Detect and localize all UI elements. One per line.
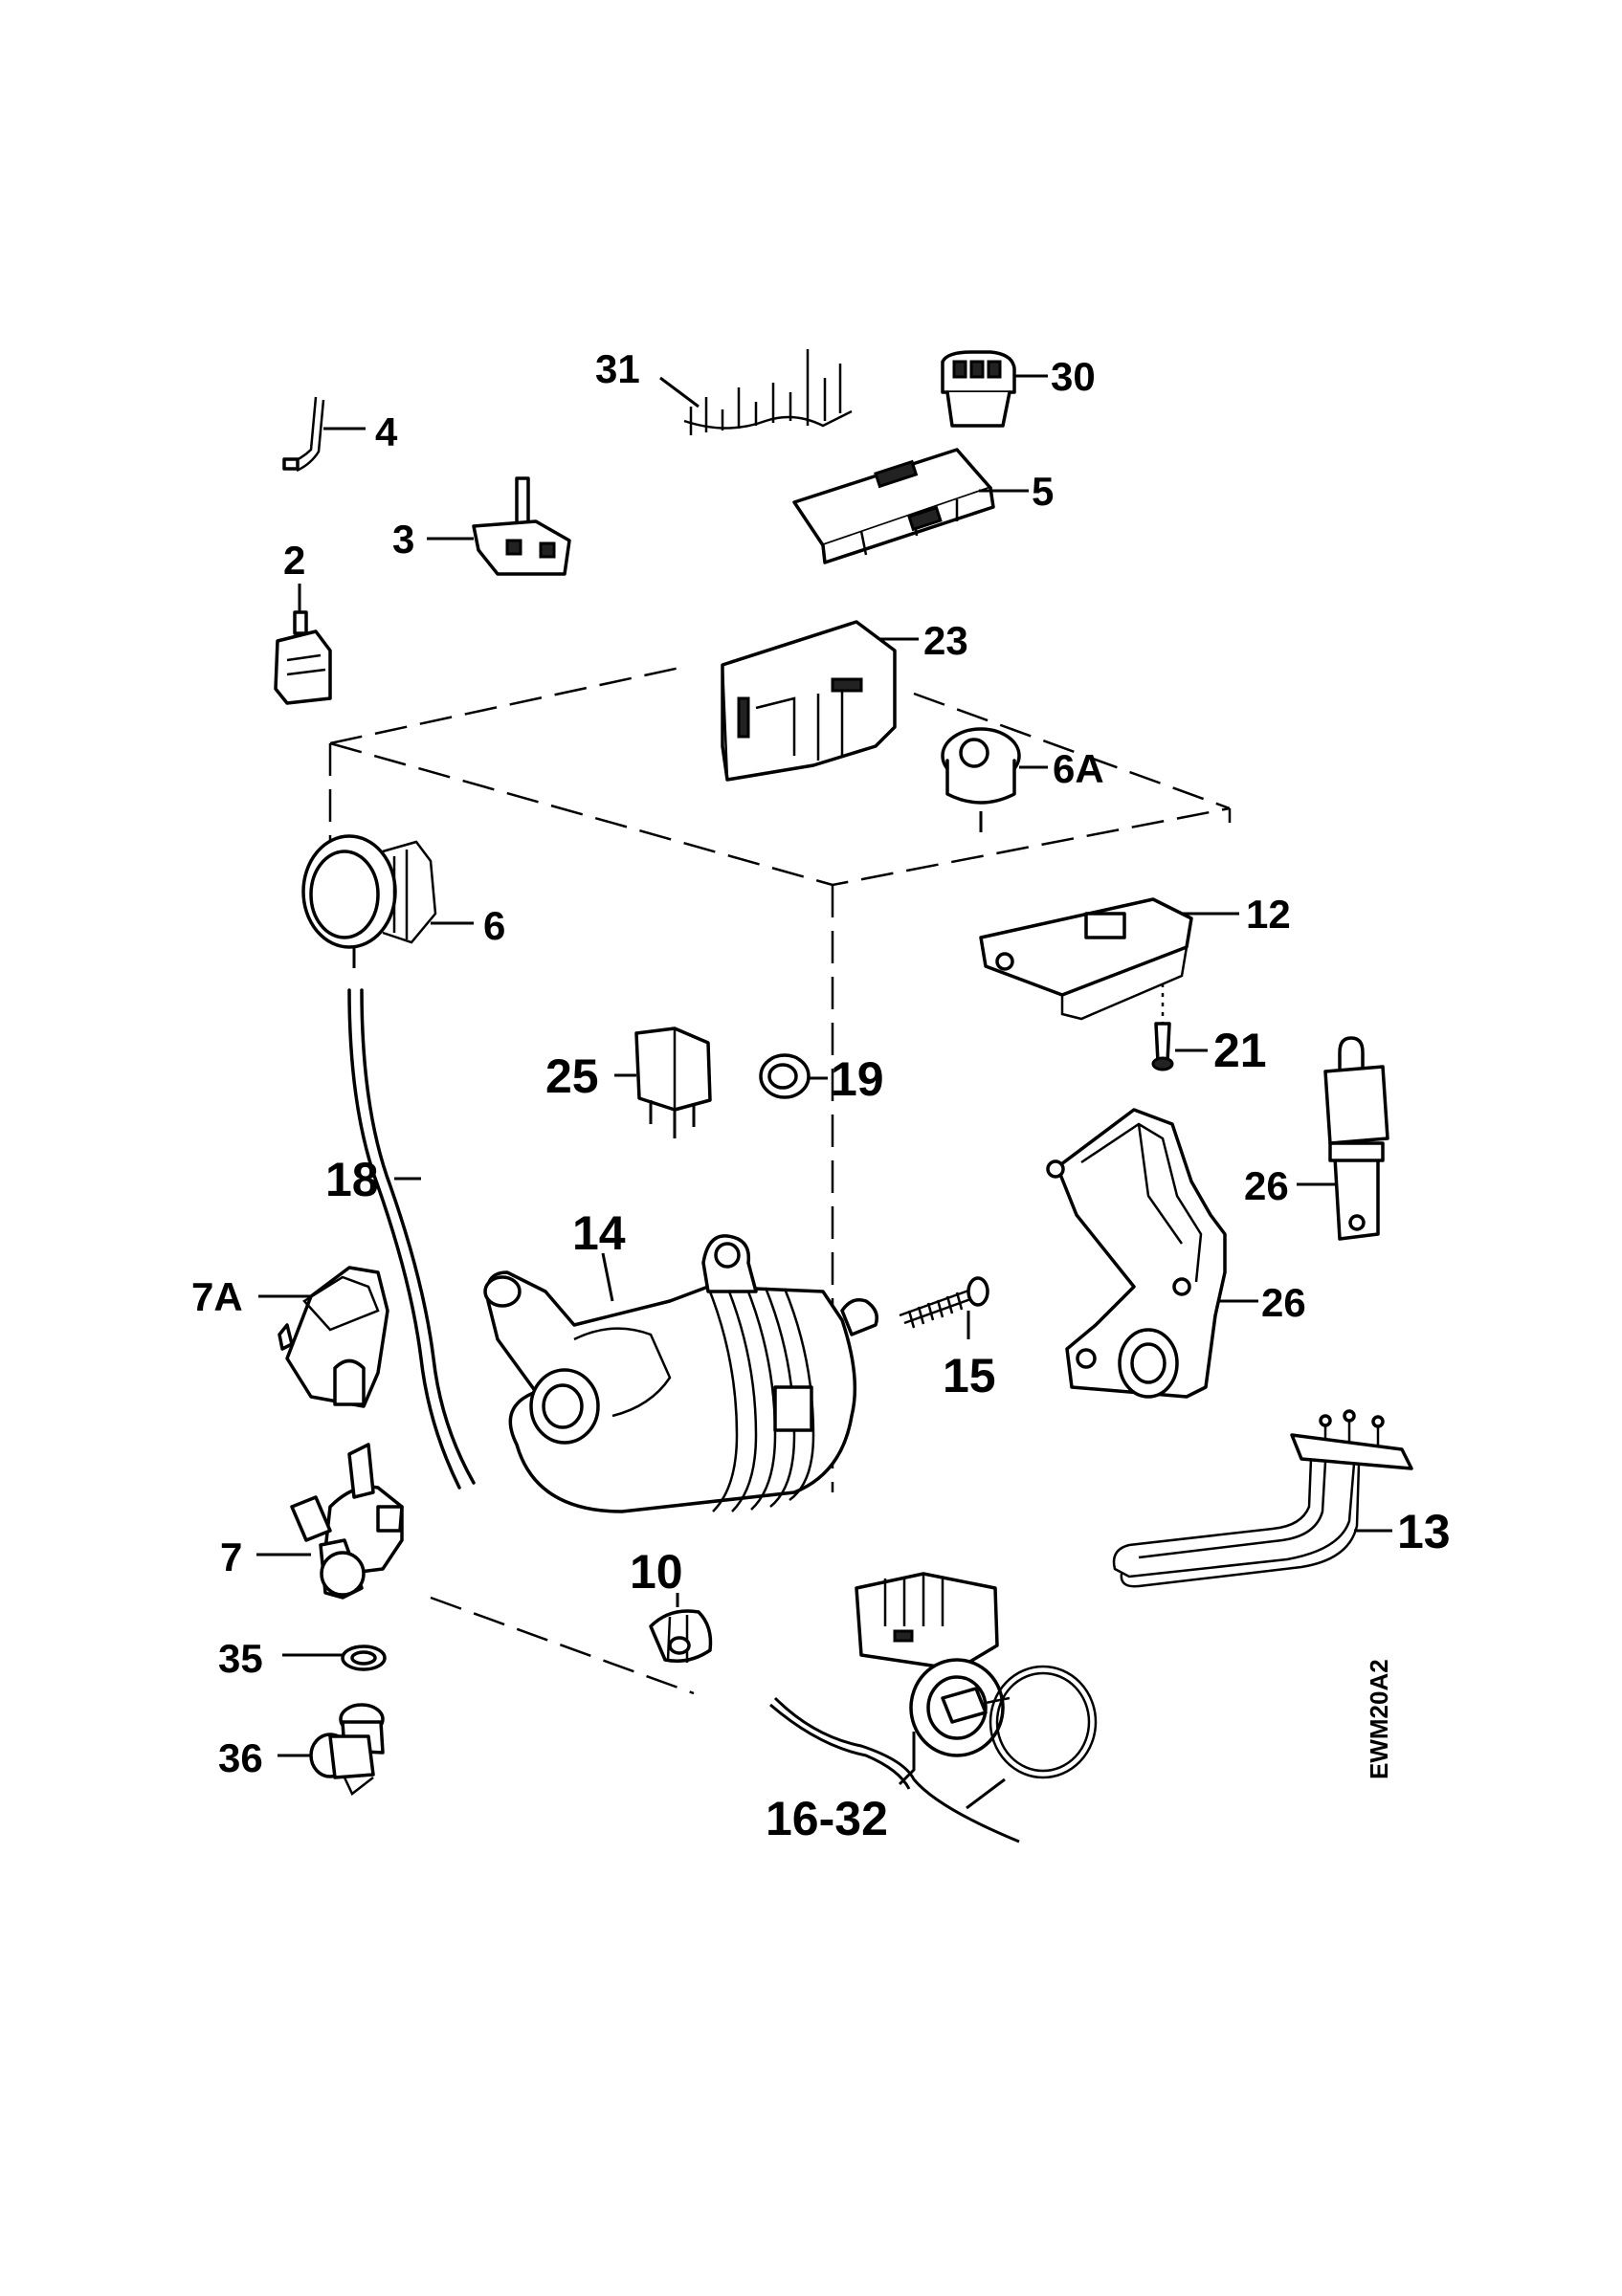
part-30-connector: 30 <box>941 350 1096 428</box>
label-16-32: 16-32 <box>766 1792 888 1845</box>
part-14-motor: 14 <box>483 1206 878 1513</box>
part-3-switch: 3 <box>392 476 571 576</box>
label-6A: 6A <box>1053 746 1104 791</box>
label-14: 14 <box>572 1206 626 1260</box>
label-35: 35 <box>218 1636 263 1681</box>
label-4: 4 <box>375 409 398 454</box>
label-13: 13 <box>1397 1505 1451 1558</box>
label-25: 25 <box>545 1049 599 1103</box>
label-31: 31 <box>595 346 640 391</box>
label-26-lower: 26 <box>1261 1280 1306 1325</box>
part-31-wire-harness: 31 <box>595 346 853 435</box>
part-35-washer: 35 <box>218 1636 387 1681</box>
part-21-screw: 21 <box>1151 983 1267 1077</box>
label-6: 6 <box>483 903 505 948</box>
part-23-electronic-module: 23 <box>721 618 968 782</box>
part-15-spring-screw: 15 <box>899 1276 996 1402</box>
part-10-fitting: 10 <box>630 1545 713 1663</box>
part-6-pressure-switch: 6 <box>301 834 505 968</box>
part-13-heating-element: 13 <box>1112 1409 1451 1588</box>
drawing-code: EWM20A2 <box>1365 1659 1393 1779</box>
label-18: 18 <box>325 1153 379 1206</box>
label-23: 23 <box>923 618 968 663</box>
part-26-bracket-lower: 26 <box>1046 1108 1306 1399</box>
part-19-grommet: 19 <box>759 1052 884 1106</box>
part-25-relay: 25 <box>545 1027 712 1138</box>
part-36-connector: 36 <box>218 1703 385 1796</box>
label-3: 3 <box>392 517 414 562</box>
label-12: 12 <box>1246 892 1291 937</box>
label-15: 15 <box>943 1349 996 1402</box>
part-12-door-interlock: 12 <box>979 892 1291 1021</box>
part-26-sensor-upper: 26 <box>1244 1036 1389 1241</box>
part-4-sensor-wire: 4 <box>282 396 398 473</box>
part-18-hose: 18 <box>325 988 476 1490</box>
label-10: 10 <box>630 1545 683 1599</box>
label-7A: 7A <box>191 1274 243 1319</box>
label-30: 30 <box>1051 354 1096 399</box>
label-21: 21 <box>1213 1024 1267 1077</box>
label-7: 7 <box>220 1534 242 1579</box>
label-26-upper: 26 <box>1244 1163 1289 1208</box>
label-36: 36 <box>218 1735 263 1780</box>
part-7-inlet-valve: 7 <box>220 1443 404 1600</box>
part-2-component: 2 <box>274 538 332 705</box>
label-19: 19 <box>831 1052 884 1106</box>
part-6A-pressure-switch: 6A <box>941 727 1104 832</box>
part-5-control-board: 5 <box>792 448 1054 564</box>
part-7A-cover: 7A <box>191 1266 389 1408</box>
label-5: 5 <box>1032 469 1054 514</box>
part-16-32-drain-pump: 16-32 <box>766 1572 1098 1845</box>
label-2: 2 <box>283 538 305 583</box>
